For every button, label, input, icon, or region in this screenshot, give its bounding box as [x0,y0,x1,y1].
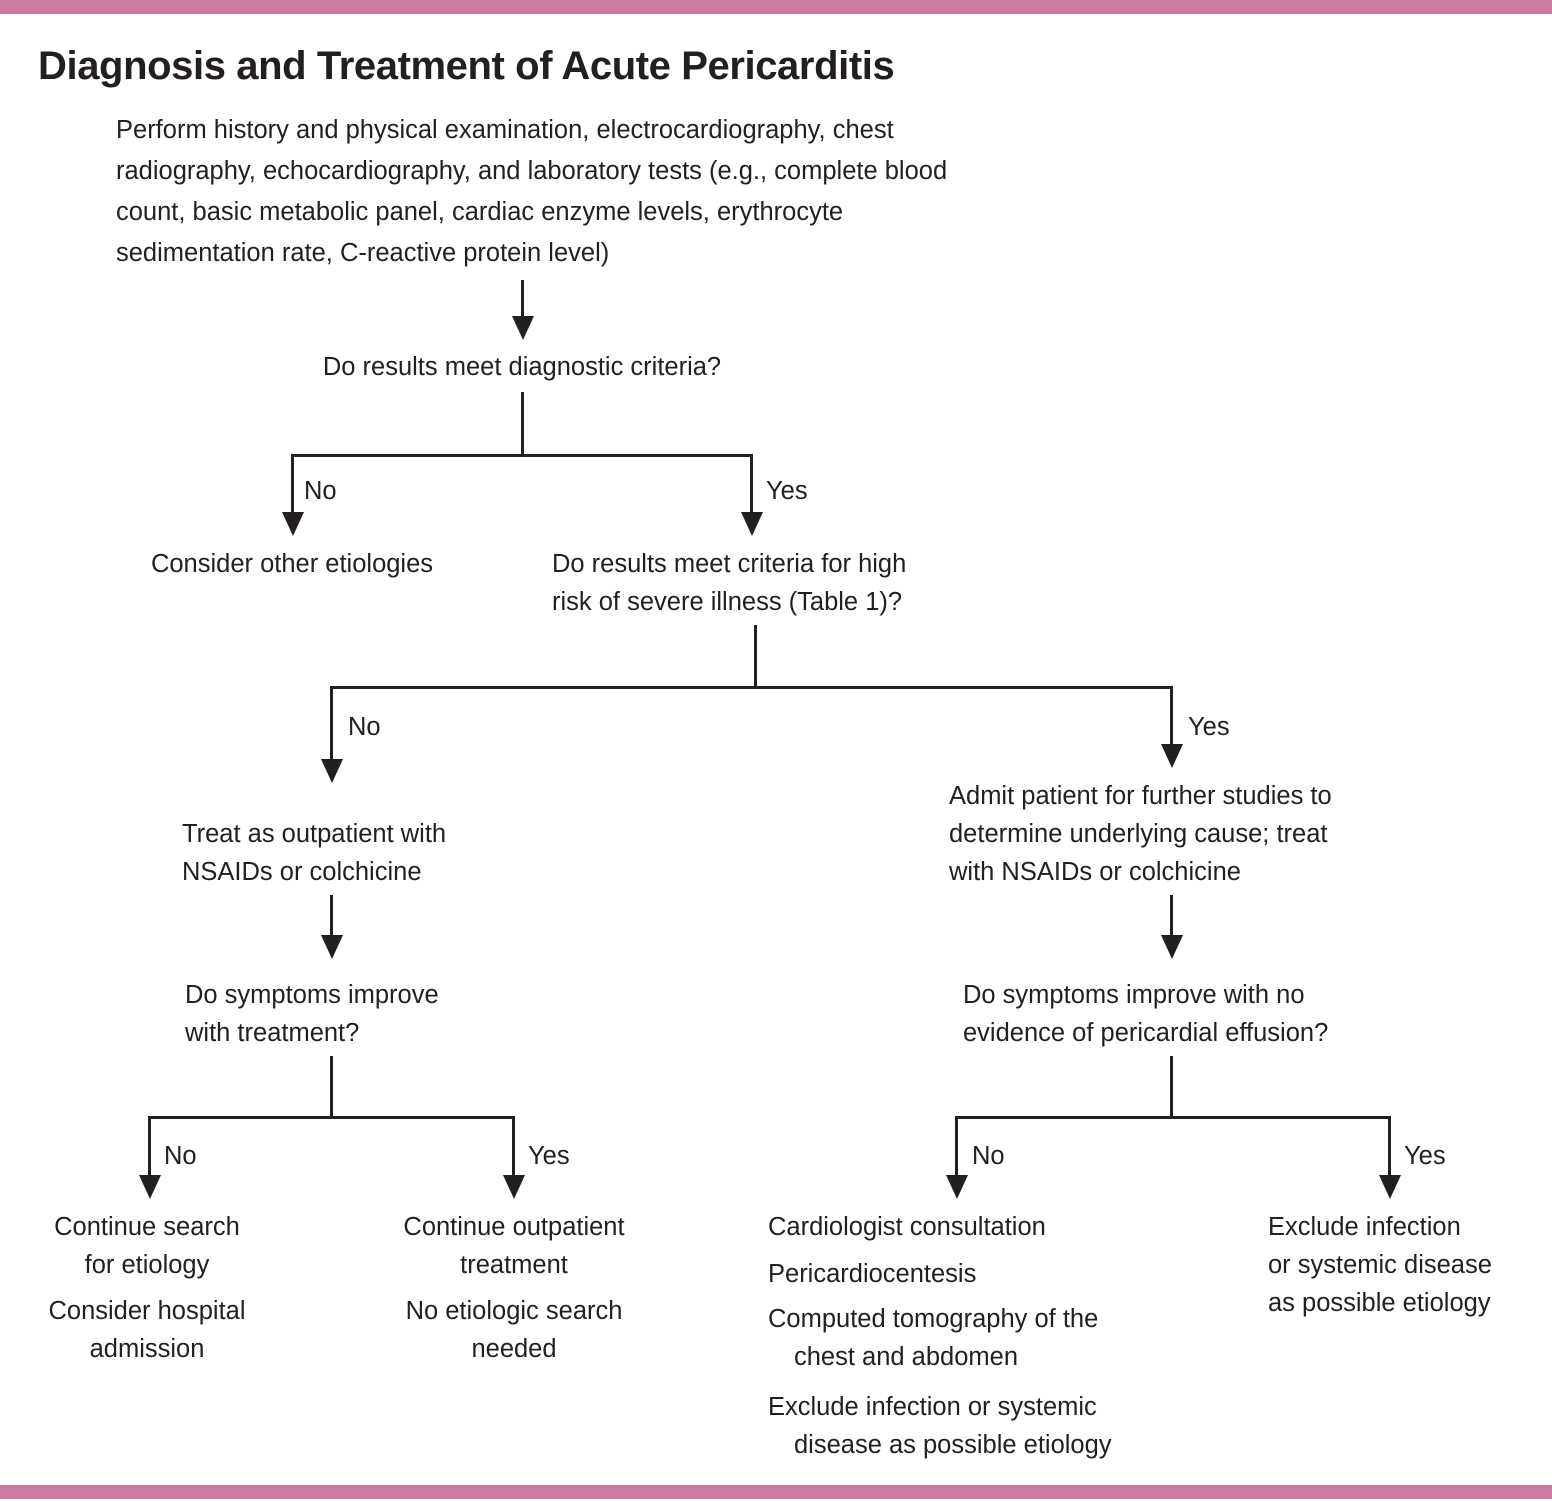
node-outcome-exclude-right-line1: Exclude infection [1268,1213,1461,1241]
node-outcome-pericardiocentesis: Pericardiocentesis [768,1260,977,1288]
node-q-symptoms-improve-effusion: Do symptoms improve with no evidence of … [963,976,1433,1052]
connector-effusion-split [955,1116,1391,1119]
node-outcome-exclude-right-line2: or systemic disease [1268,1251,1492,1279]
connector-effusion-stem [1170,1056,1173,1118]
node-treat-outpatient: Treat as outpatient with NSAIDs or colch… [182,815,542,891]
connector-admit-to-improve [1170,895,1173,951]
node-q-symptoms-improve-line1: Do symptoms improve [185,981,439,1009]
connector-effusion-yes [1388,1116,1391,1190]
connector-improve-stem [330,1056,333,1118]
node-admit-patient-line3: with NSAIDs or colchicine [949,858,1241,886]
branch-label-improve-no: No [164,1142,197,1170]
node-outcome-no-etiologic-search: No etiologic search needed [378,1292,650,1368]
node-outcome-consider-admission-line2: admission [89,1335,205,1363]
connector-high-risk-stem [754,625,757,688]
node-outcome-cardiologist-consultation: Cardiologist consultation [768,1213,1046,1241]
node-q-high-risk-line1: Do results meet criteria for high [552,550,907,578]
connector-improve-no [148,1116,151,1190]
node-treat-outpatient-line1: Treat as outpatient with [182,820,447,848]
node-outcome-continue-search-line1: Continue search [54,1213,240,1241]
arrowhead-admit-to-improve [1161,935,1183,959]
node-q-symptoms-improve-effusion-line1: Do symptoms improve with no [963,981,1305,1009]
node-q-high-risk: Do results meet criteria for high risk o… [552,545,1022,621]
branch-label-diagnostic-yes: Yes [766,477,808,505]
arrowhead-treat-to-improve [321,935,343,959]
arrowhead-improve-yes [503,1175,525,1199]
arrowhead-diagnostic-yes [741,512,763,536]
connector-diagnostic-no [291,454,294,528]
connector-high-risk-split [330,686,1173,689]
connector-improve-split [148,1116,515,1119]
node-admit-patient-line1: Admit patient for further studies to [949,782,1332,810]
branch-label-effusion-yes: Yes [1404,1142,1446,1170]
branch-label-high-risk-yes: Yes [1188,713,1230,741]
node-consider-other-etiologies: Consider other etiologies [150,550,434,578]
arrowhead-effusion-no [946,1175,968,1199]
node-outcome-continue-search-line2: for etiology [84,1251,210,1279]
branch-label-effusion-no: No [972,1142,1005,1170]
node-q-high-risk-line2: risk of severe illness (Table 1)? [552,588,903,616]
arrowhead-improve-no [139,1175,161,1199]
node-outcome-no-etiologic-search-line1: No etiologic search [405,1297,623,1325]
connector-improve-yes [512,1116,515,1190]
node-outcome-continue-outpatient: Continue outpatient treatment [378,1208,650,1284]
bottom-accent-bar [0,1485,1552,1499]
node-admit-patient-line2: determine underlying cause; treat [949,820,1328,848]
arrowhead-high-risk-no [321,759,343,783]
node-outcome-consider-admission: Consider hospital admission [12,1292,282,1368]
connector-high-risk-no [330,686,333,774]
connector-treat-to-improve [330,895,333,951]
connector-effusion-no [955,1116,958,1190]
node-outcome-continue-outpatient-line1: Continue outpatient [403,1213,625,1241]
branch-label-diagnostic-no: No [304,477,337,505]
node-q-symptoms-improve-effusion-line2: evidence of pericardial effusion? [963,1019,1329,1047]
node-outcome-exclude-right-line3: as possible etiology [1268,1289,1491,1317]
connector-diagnostic-stem [521,392,524,456]
node-treat-outpatient-line2: NSAIDs or colchicine [182,858,422,886]
connector-intro-to-diagnostic [521,280,524,332]
node-intro: Perform history and physical examination… [116,116,948,267]
node-outcome-no-etiologic-search-line2: needed [471,1335,557,1363]
connector-diagnostic-yes [750,454,753,528]
node-q-symptoms-improve: Do symptoms improve with treatment? [185,976,565,1052]
figure-title: Diagnosis and Treatment of Acute Pericar… [38,44,895,88]
node-outcome-continue-search: Continue search for etiology [12,1208,282,1284]
arrowhead-intro-to-diagnostic [512,316,534,340]
node-outcome-continue-outpatient-line2: treatment [460,1251,568,1279]
node-q-symptoms-improve-line2: with treatment? [185,1019,360,1047]
connector-diagnostic-split [291,454,753,457]
branch-label-high-risk-no: No [348,713,381,741]
arrowhead-effusion-yes [1379,1175,1401,1199]
top-accent-bar [0,0,1552,14]
node-outcome-exclude-infection-left: Exclude infection or systemic disease as… [768,1393,1112,1459]
node-admit-patient: Admit patient for further studies to det… [949,777,1409,891]
arrowhead-diagnostic-no [282,512,304,536]
branch-label-improve-yes: Yes [528,1142,570,1170]
node-outcome-computed-tomography: Computed tomography of the chest and abd… [768,1305,1099,1371]
node-q-diagnostic: Do results meet diagnostic criteria? [322,353,722,381]
node-outcome-exclude-infection-right: Exclude infection or systemic disease as… [1268,1208,1548,1322]
arrowhead-high-risk-yes [1161,744,1183,768]
node-outcome-consider-admission-line1: Consider hospital [48,1297,246,1325]
connector-high-risk-yes [1170,686,1173,760]
